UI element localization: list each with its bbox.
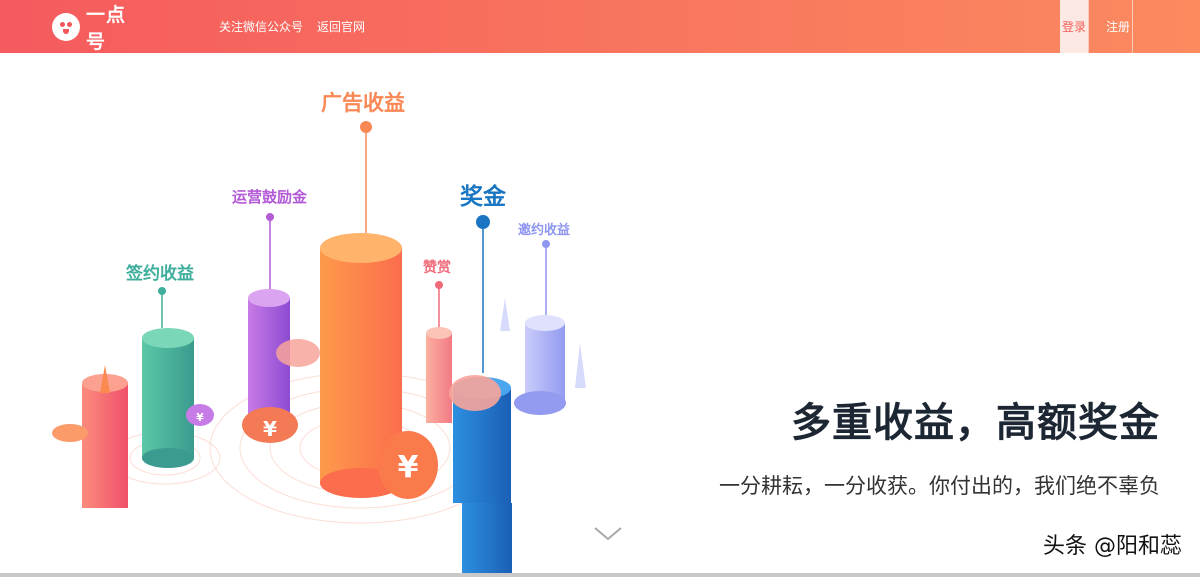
green-coin-stack [142, 287, 214, 468]
nav-follow-wechat-link[interactable]: 关注微信公众号 [219, 20, 304, 34]
bottom-divider [0, 573, 1200, 577]
purple-coin-stack [242, 213, 320, 443]
divider [1132, 0, 1133, 53]
brand-name: 一点号 [86, 4, 127, 53]
top-nav: 关注微信公众号 返回官网 [219, 18, 365, 35]
label-signing-revenue: 签约收益 [126, 264, 194, 284]
revenue-illustration: ¥ ¥ ¥ 广告收益 运营鼓励金 签约收益 奖金 赞赏 邀约收益 [0, 53, 660, 577]
label-ad-revenue: 广告收益 [321, 91, 405, 115]
brand-logo[interactable]: 一点号 [52, 4, 144, 53]
login-button[interactable]: 登录 [1060, 0, 1088, 53]
orange-coin-stack [320, 121, 438, 499]
chevron-down-icon[interactable] [593, 524, 623, 544]
hero-subline: 一分耕耘，一分收获。你付出的，我们绝不辜负 [719, 474, 1160, 498]
label-tips: 赞赏 [423, 260, 451, 276]
label-bonus: 奖金 [460, 184, 506, 210]
yuan-symbol: ¥ [398, 450, 419, 485]
hero-headline: 多重收益，高额奖金 [791, 400, 1160, 446]
label-operation-incentive: 运营鼓励金 [232, 188, 308, 206]
top-header: 一点号 关注微信公众号 返回官网 登录 注册 [0, 0, 1200, 53]
divider [1088, 0, 1089, 53]
label-invite-revenue: 邀约收益 [518, 223, 571, 238]
lavender-coin-stack [500, 240, 586, 415]
register-button[interactable]: 注册 [1105, 20, 1130, 34]
blue-coin-stack [449, 215, 512, 577]
robot-logo-icon [52, 13, 80, 41]
yuan-symbol: ¥ [196, 411, 204, 424]
coin-stacks-graphic: ¥ ¥ ¥ [52, 121, 586, 577]
pink-coin-stack [426, 281, 452, 423]
red-tower [52, 365, 128, 508]
nav-back-to-site-link[interactable]: 返回官网 [317, 20, 366, 34]
yuan-symbol: ¥ [263, 417, 277, 441]
watermark: 头条 @阳和蕊 [1043, 534, 1182, 559]
